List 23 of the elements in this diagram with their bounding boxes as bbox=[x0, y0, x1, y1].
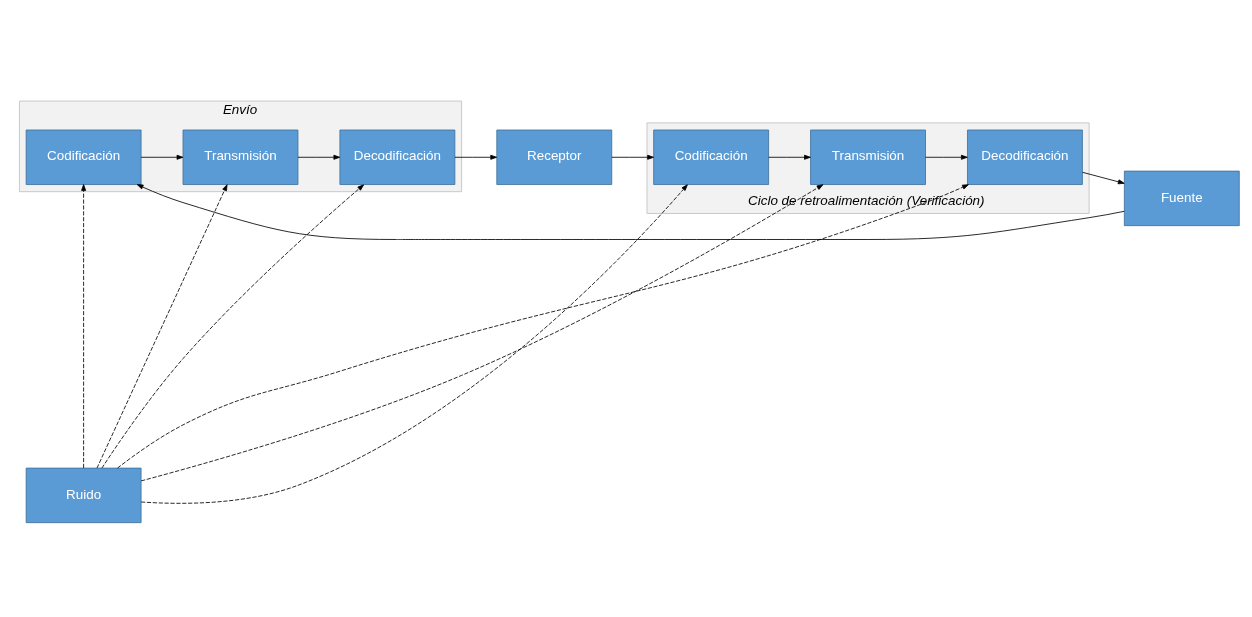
node-box: Transmisión bbox=[810, 129, 926, 185]
arrow bbox=[101, 184, 365, 469]
node-box: Codificación bbox=[25, 129, 142, 185]
arrow bbox=[117, 184, 969, 469]
node-box: Decodificación bbox=[967, 129, 1083, 185]
arrow bbox=[611, 154, 654, 160]
arrow bbox=[768, 154, 811, 160]
node-box: Ruido bbox=[25, 467, 142, 524]
node-box: Transmisión bbox=[182, 129, 299, 185]
arrow bbox=[297, 154, 341, 160]
node-box: Codificación bbox=[653, 129, 770, 185]
arrow bbox=[136, 184, 1125, 240]
arrow bbox=[81, 184, 87, 469]
node-box: Receptor bbox=[496, 129, 613, 185]
arrow bbox=[140, 184, 824, 482]
arrow bbox=[140, 184, 688, 504]
node-box: Fuente bbox=[1123, 170, 1240, 227]
arrow bbox=[140, 154, 184, 160]
arrow bbox=[454, 154, 498, 160]
node-box: Decodificación bbox=[339, 129, 456, 185]
arrow bbox=[96, 184, 228, 469]
arrow bbox=[1082, 171, 1125, 185]
arrow bbox=[925, 154, 968, 160]
